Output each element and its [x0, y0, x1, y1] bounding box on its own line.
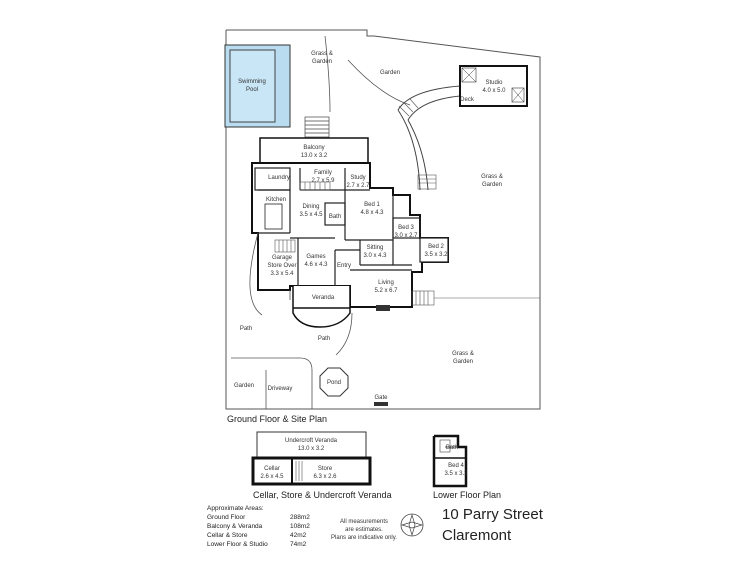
garage-label-2: Store Over [267, 263, 296, 269]
disclaimer-line-2: are estimates. [345, 527, 383, 533]
address-line-1: 10 Parry Street [442, 506, 543, 523]
store-label-1: Store [318, 466, 333, 472]
gate-label: Gate [374, 395, 388, 401]
bed2-label-2: 3.5 x 3.2 [424, 252, 448, 258]
cellar-label-1: Cellar [264, 466, 280, 472]
family-label-2: 2.7 x 5.9 [311, 178, 335, 184]
bed3-label-1: Bed 3 [398, 225, 414, 231]
bed4-label-1: Bed 4 [448, 463, 464, 469]
kitchen-label: Kitchen [266, 197, 286, 203]
driveway-label: Driveway [268, 386, 293, 392]
lower-plan-title: Lower Floor Plan [433, 490, 501, 500]
garden-bottom-label: Garden [234, 383, 254, 389]
grass-garden-right-1: Grass & [481, 174, 503, 180]
veranda-label: Veranda [312, 295, 335, 301]
area-row-value: 74m2 [290, 541, 307, 548]
pool-label-2: Pool [246, 87, 258, 93]
grass-garden-right-2: Garden [482, 182, 502, 188]
bed2-label-1: Bed 2 [428, 244, 444, 250]
area-row-name: Lower Floor & Studio [207, 541, 268, 548]
study-label-2: 2.7 x 2.7 [346, 183, 370, 189]
bed1-label-1: Bed 1 [364, 202, 380, 208]
deck-label: Deck [460, 97, 475, 103]
garage-label-3: 3.3 x 5.4 [270, 271, 294, 277]
games-label-1: Games [306, 254, 325, 260]
entry-label: Entry [337, 263, 351, 269]
area-row-name: Ground Floor [207, 514, 246, 521]
lower-bath-label: Bath [446, 445, 458, 451]
studio-label-1: Studio [485, 80, 503, 86]
site-paths [231, 232, 353, 409]
dining-label-2: 3.5 x 4.5 [299, 212, 323, 218]
bed4-label-2: 3.5 x 3.2 [444, 471, 468, 477]
laundry-label: Laundry [268, 175, 290, 181]
living-label-2: 5.2 x 6.7 [374, 288, 398, 294]
grass-garden-bottom-2: Garden [453, 359, 473, 365]
undercroft-label-1: Undercroft Veranda [285, 438, 338, 444]
sitting-label-2: 3.0 x 4.3 [363, 253, 387, 259]
bed1-label-2: 4.8 x 4.3 [360, 210, 384, 216]
area-row-value: 42m2 [290, 532, 307, 539]
study-label-1: Study [350, 175, 365, 181]
area-row-value: 108m2 [290, 523, 310, 530]
veranda [292, 286, 351, 328]
site-plan-title: Ground Floor & Site Plan [227, 414, 327, 424]
dining-label-1: Dining [302, 204, 319, 210]
area-row-value: 288m2 [290, 514, 310, 521]
disclaimer-line-3: Plans are indicative only. [331, 535, 397, 541]
games-label-2: 4.6 x 4.3 [304, 262, 328, 268]
balcony-label-1: Balcony [303, 145, 324, 151]
studio-label-2: 4.0 x 5.0 [482, 88, 506, 94]
site-boundary [225, 29, 541, 410]
path-mid-label: Path [318, 336, 330, 342]
bed3-label-2: 3.0 x 2.7 [394, 233, 418, 239]
path-left-label: Path [240, 326, 252, 332]
lower-floor-plan: Bath Bed 4 3.5 x 3.2 Lower Floor Plan [432, 434, 501, 500]
cellar-plan-title: Cellar, Store & Undercroft Veranda [253, 490, 392, 500]
garden-top-label: Garden [380, 70, 400, 76]
sitting-label-1: Sitting [367, 245, 384, 251]
grass-garden-top-2: Garden [312, 59, 332, 65]
family-label-1: Family [314, 170, 332, 176]
store-label-2: 6.3 x 2.6 [313, 474, 337, 480]
curved-walkway [397, 85, 461, 191]
swimming-pool: Swimming Pool [224, 44, 291, 128]
undercroft-label-2: 13.0 x 3.2 [298, 446, 325, 452]
pond-label: Pond [327, 380, 341, 386]
garage-label-1: Garage [272, 255, 293, 261]
studio: Studio 4.0 x 5.0 Deck [459, 65, 528, 107]
balcony-stairs [304, 116, 330, 138]
pool-label-1: Swimming [238, 79, 266, 85]
disclaimer-line-1: All measurements [340, 519, 388, 525]
balcony-label-2: 13.0 x 3.2 [301, 153, 328, 159]
cellar-plan: Undercroft Veranda 13.0 x 3.2 Cellar 2.6… [251, 431, 392, 500]
house [251, 137, 449, 308]
house-interior-walls [254, 167, 449, 286]
compass-rose-icon [400, 513, 424, 537]
living-label-1: Living [378, 280, 394, 286]
pond: Pond [319, 367, 349, 397]
cellar-label-2: 2.6 x 4.5 [260, 474, 284, 480]
address-line-2: Claremont [442, 527, 512, 544]
bath-label: Bath [329, 214, 341, 220]
area-row-name: Cellar & Store [207, 532, 248, 539]
grass-garden-bottom-1: Grass & [452, 351, 474, 357]
area-row-name: Balcony & Veranda [207, 523, 263, 530]
grass-garden-top-1: Grass & [311, 51, 333, 57]
areas-heading: Approximate Areas: [207, 505, 264, 512]
